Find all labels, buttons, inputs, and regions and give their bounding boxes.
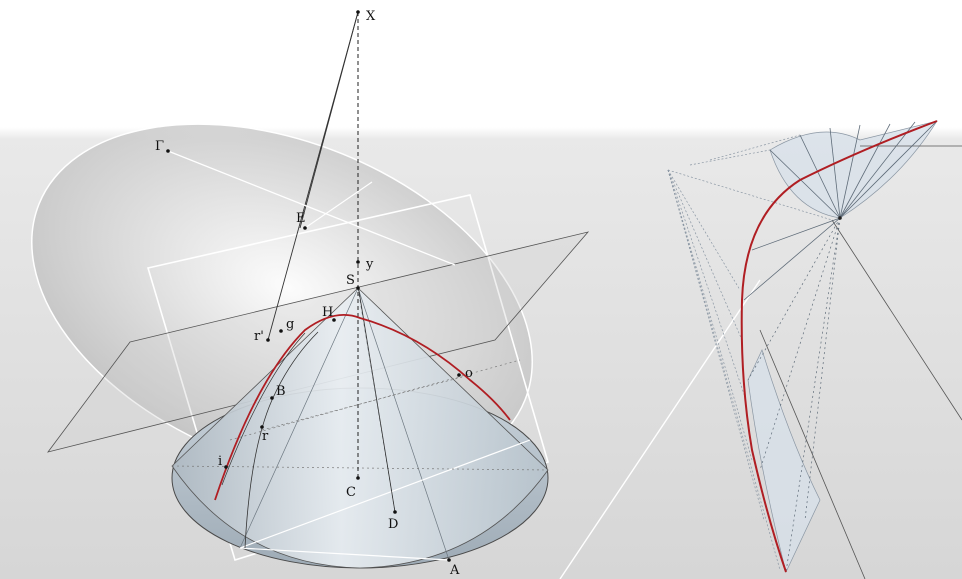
conic-curve: [214, 314, 511, 501]
curve-branch: [244, 331, 319, 549]
label-r: r: [262, 429, 269, 444]
label-c: C: [346, 485, 356, 500]
curve-guide: [221, 332, 306, 486]
label-d: D: [388, 517, 398, 532]
label-g: g: [286, 317, 294, 332]
label-s: S: [346, 273, 355, 288]
label-a: A: [449, 563, 460, 578]
label-x: X: [366, 9, 376, 24]
line-s-d: [357, 284, 396, 513]
label-r-prime: r': [254, 329, 264, 344]
label-b: B: [276, 384, 286, 399]
line-gamma-e: [167, 150, 456, 266]
right-figure: [559, 120, 962, 579]
cone-generators: [239, 287, 450, 561]
cone-body: [171, 287, 549, 569]
points: [166, 10, 461, 562]
label-gamma: Γ: [155, 139, 164, 154]
label-i: i: [218, 454, 222, 469]
label-e: E: [296, 211, 306, 226]
base-dotted-lines: [171, 359, 549, 471]
label-o: o: [465, 366, 473, 381]
line-e-ray: [304, 181, 373, 229]
label-h: H: [322, 305, 333, 320]
line-x-e: [299, 11, 359, 229]
base-chords: [239, 439, 531, 561]
label-y: y: [365, 257, 374, 272]
